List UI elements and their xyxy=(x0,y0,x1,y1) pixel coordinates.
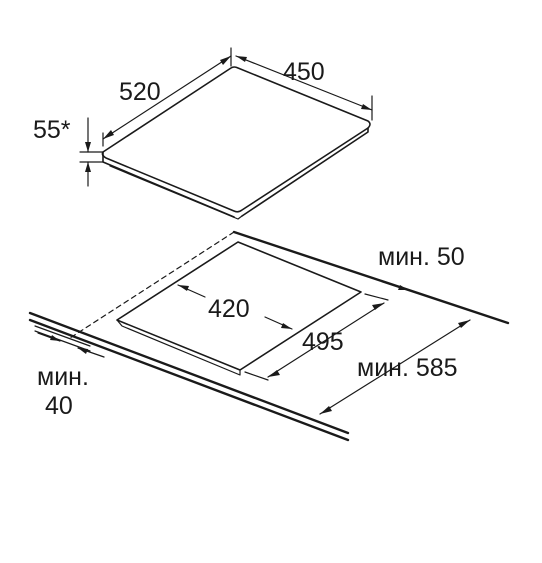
worktop-left-edge xyxy=(69,231,235,339)
worktop-front-lower-edge xyxy=(28,318,350,442)
back-clearance-label: мин. 50 xyxy=(378,243,465,271)
cutout-depth-label: 495 xyxy=(302,328,344,356)
cutout-inner-depth xyxy=(116,319,241,376)
hob xyxy=(101,66,371,220)
dim-back-clearance: мин. 50 xyxy=(378,243,465,291)
worktop-clearance-label: мин. 585 xyxy=(357,354,458,382)
dim-hob-width: 450 xyxy=(235,55,373,121)
cutout-width-label: 420 xyxy=(208,295,250,323)
worktop-front-edge xyxy=(28,311,350,435)
front-clearance-label-line2: 40 xyxy=(45,392,73,420)
dim-cutout-width: 420 xyxy=(177,284,293,330)
hob-depth-label: 520 xyxy=(119,78,161,106)
worktop-back-edge xyxy=(232,230,510,325)
hob-height-label: 55* xyxy=(33,116,71,144)
dim-worktop-depth: мин. 585 xyxy=(319,319,471,415)
worktop xyxy=(28,230,510,442)
cutout-outline xyxy=(116,241,362,371)
dim-front-clearance: мин. 40 xyxy=(37,332,105,420)
hob-edge-right xyxy=(241,127,369,217)
hob-housing xyxy=(109,165,243,220)
dim-cutout-depth: 495 xyxy=(244,293,389,381)
dim-hob-depth: 520 xyxy=(102,47,232,147)
hob-width-label: 450 xyxy=(283,58,325,86)
front-clearance-label-line1: мин. xyxy=(37,363,89,391)
dim-hob-height: 55* xyxy=(33,116,104,187)
cutout xyxy=(116,241,362,376)
